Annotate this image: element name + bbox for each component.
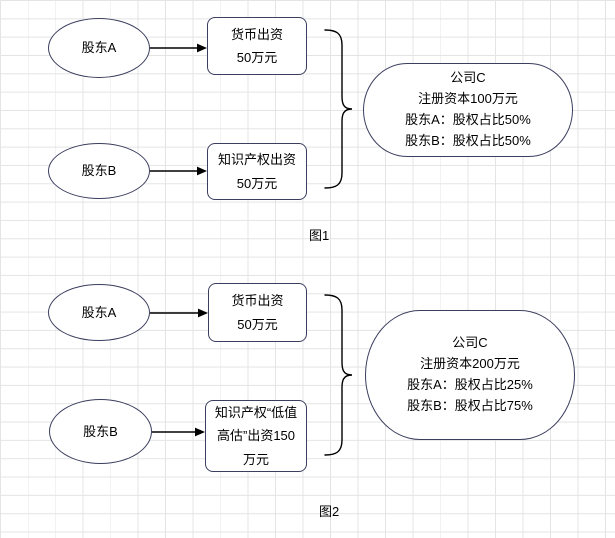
fig1-shareholder-a-ellipse[interactable]: 股东A [48, 18, 150, 78]
fig2-shareholder-b-label: 股东B [83, 423, 118, 439]
fig1-ip-contribution-label: 知识产权出资 50万元 [217, 152, 296, 191]
fig2-shareholder-b-ellipse[interactable]: 股东B [49, 399, 152, 464]
fig1-company-label: 公司C 注册资本100万元 股东A：股权占比50% 股东B：股权占比50% [405, 70, 531, 148]
arrow-fig2-shareholder-a[interactable] [150, 308, 208, 318]
arrow-fig1-shareholder-a[interactable] [150, 43, 207, 53]
fig1-shareholder-a-label: 股东A [81, 40, 117, 56]
fig2-company-label: 公司C 注册资本200万元 股东A：股权占比25% 股东B：股权占比75% [407, 335, 533, 413]
fig1-money-contribution-label: 货币出资 50万元 [230, 26, 283, 65]
fig2-shareholder-a-label: 股东A [81, 304, 117, 320]
arrow-fig2-shareholder-b[interactable] [152, 427, 205, 437]
fig2-money-contribution-label: 货币出资 50万元 [231, 293, 284, 332]
fig1-ip-contribution-box[interactable]: 知识产权出资 50万元 [207, 143, 307, 200]
fig1-shareholder-b-label: 股东B [81, 163, 117, 179]
fig2-shareholder-a-ellipse[interactable]: 股东A [48, 284, 150, 341]
fig2-company-node[interactable]: 公司C 注册资本200万元 股东A：股权占比25% 股东B：股权占比75% [365, 310, 575, 440]
fig1-shareholder-b-ellipse[interactable]: 股东B [48, 143, 150, 199]
fig2-money-contribution-box[interactable]: 货币出资 50万元 [208, 283, 307, 342]
arrow-fig1-shareholder-b[interactable] [150, 166, 207, 176]
fig1-caption[interactable]: 图1 [309, 228, 330, 243]
fig1-company-node[interactable]: 公司C 注册资本100万元 股东A：股权占比50% 股东B：股权占比50% [363, 63, 573, 157]
fig2-ip-contribution-label: 知识产权“低值 高估”出资150 万元 [214, 404, 298, 467]
brace-fig1[interactable] [324, 29, 353, 189]
fig2-caption[interactable]: 图2 [319, 504, 340, 519]
fig2-ip-contribution-box[interactable]: 知识产权“低值 高估”出资150 万元 [205, 400, 307, 472]
brace-fig2[interactable] [324, 294, 353, 456]
fig1-money-contribution-box[interactable]: 货币出资 50万元 [207, 17, 307, 75]
